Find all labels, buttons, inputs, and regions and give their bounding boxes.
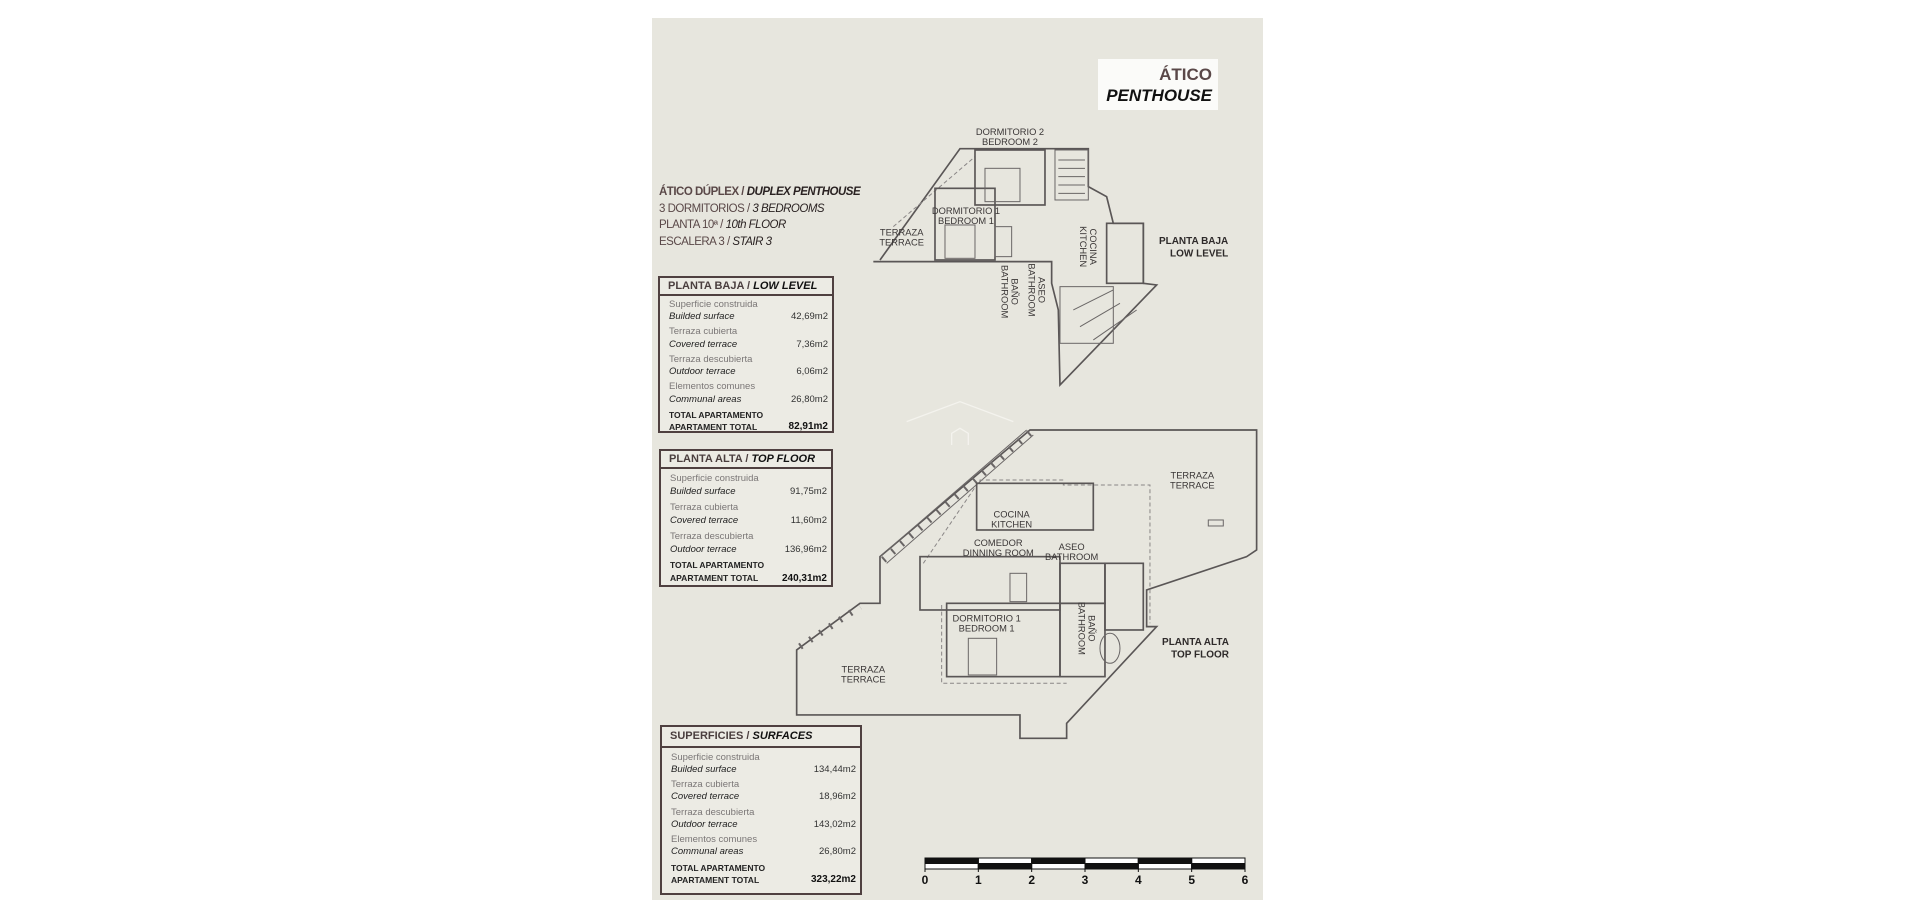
scale-segment bbox=[924, 863, 979, 870]
dining-walls bbox=[919, 555, 1061, 611]
railing bbox=[879, 429, 1034, 564]
scale-label: 4 bbox=[1135, 873, 1142, 887]
stairs bbox=[1054, 149, 1089, 201]
scale-segment bbox=[1031, 863, 1086, 870]
bed-icon bbox=[967, 637, 998, 676]
covered-outline bbox=[922, 479, 1151, 684]
scale-segment bbox=[1137, 857, 1193, 864]
bathtub-icon bbox=[1099, 632, 1121, 664]
scale-bar: 0 1 2 3 4 5 6 bbox=[922, 857, 1249, 887]
top-floor-surfaces-panel: PLANTA ALTA / TOP FLOOR Superficie const… bbox=[659, 449, 833, 587]
scale-segment bbox=[977, 863, 1033, 870]
info-line-floor: PLANTA 10ª / 10th FLOOR bbox=[659, 219, 786, 231]
panel-header: PLANTA ALTA / TOP FLOOR bbox=[661, 451, 831, 469]
scale-segment bbox=[1191, 863, 1246, 870]
low-level-outline bbox=[873, 147, 1159, 387]
scale-label: 2 bbox=[1028, 873, 1035, 887]
bedroom2-walls bbox=[974, 149, 1046, 206]
bathtub-icon bbox=[994, 226, 1013, 258]
scale-label: 3 bbox=[1082, 873, 1089, 887]
svg-text:COCINAKITCHEN: COCINAKITCHEN bbox=[1078, 226, 1098, 267]
covered-terrace bbox=[1104, 562, 1145, 631]
svg-text:ASEOBATHROOM: ASEOBATHROOM bbox=[1026, 263, 1046, 316]
bed-icon bbox=[944, 224, 976, 259]
railing-posts bbox=[881, 430, 1033, 563]
table-icon bbox=[1009, 572, 1028, 603]
scale-label: 0 bbox=[922, 873, 929, 887]
scale-segment bbox=[1031, 857, 1086, 864]
svg-text:BAÑOBATHROOM: BAÑOBATHROOM bbox=[1076, 602, 1096, 655]
bath-walls bbox=[1059, 602, 1106, 678]
bedroom1-walls bbox=[934, 187, 996, 261]
info-line-bedrooms: 3 DORMITORIOS / 3 BEDROOMS bbox=[659, 202, 825, 215]
vent-icon bbox=[1207, 519, 1224, 527]
title-en: PENTHOUSE bbox=[1106, 86, 1212, 105]
kitchen-walls bbox=[975, 482, 1095, 531]
top-floor-outline bbox=[795, 429, 1258, 740]
low-level-surfaces-panel: PLANTA BAJA / LOW LEVEL Superficie const… bbox=[658, 276, 834, 433]
watermark-logo bbox=[906, 400, 1014, 445]
property-info: ÁTICO DÚPLEX / DUPLEX PENTHOUSE 3 DORMIT… bbox=[659, 184, 861, 250]
toilet-walls bbox=[1059, 562, 1106, 605]
scale-segment bbox=[1191, 857, 1246, 864]
bed-icon bbox=[984, 167, 1021, 203]
info-line-type: ÁTICO DÚPLEX / DUPLEX PENTHOUSE bbox=[659, 186, 861, 198]
scale-segment bbox=[1084, 863, 1139, 870]
svg-text:BAÑOBATHROOM: BAÑOBATHROOM bbox=[1000, 265, 1020, 318]
scale-segment bbox=[1137, 863, 1193, 870]
scale-label: 1 bbox=[975, 873, 982, 887]
svg-text:COCINAKITCHEN: COCINAKITCHEN bbox=[991, 510, 1032, 530]
scale-segment bbox=[924, 857, 979, 864]
panel-header: PLANTA BAJA / LOW LEVEL bbox=[660, 278, 832, 296]
scale-label: 6 bbox=[1242, 873, 1249, 887]
title-es: ÁTICO bbox=[1159, 65, 1212, 84]
scale-label: 5 bbox=[1188, 873, 1195, 887]
stairs bbox=[1059, 286, 1114, 344]
total-surfaces-panel: SUPERFICIES / SURFACES Superficie constr… bbox=[660, 725, 862, 895]
panel-header: SUPERFICIES / SURFACES bbox=[662, 727, 860, 748]
kitchen-block bbox=[1105, 222, 1145, 285]
terrace-edge bbox=[893, 156, 976, 228]
scale-segment bbox=[977, 857, 1033, 864]
info-line-stair: ESCALERA 3 / STAIR 3 bbox=[659, 235, 772, 248]
title-box: ÁTICO PENTHOUSE bbox=[1098, 59, 1218, 110]
scale-segment bbox=[1084, 857, 1139, 864]
svg-text:ASEOBATHROOM: ASEOBATHROOM bbox=[1045, 542, 1098, 562]
